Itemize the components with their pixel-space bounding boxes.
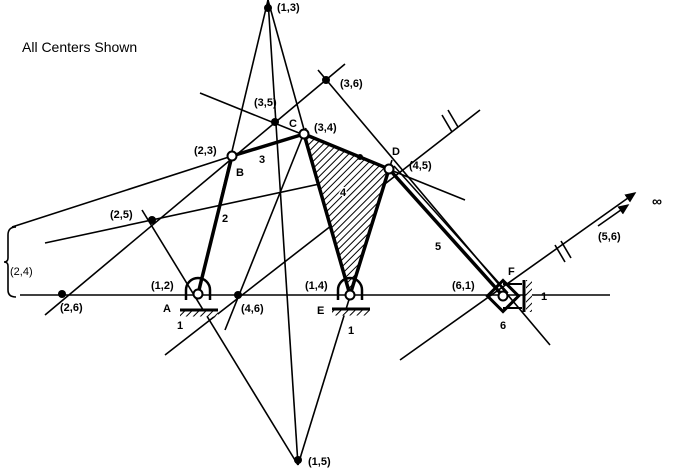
label-5-6: (5,6) <box>598 231 621 243</box>
label-2-3: (2,3) <box>194 145 217 157</box>
link-label-5: 5 <box>435 241 441 253</box>
link-labels: 1 2 3 4 5 6 1 1 <box>177 154 547 337</box>
label-4-6: (4,6) <box>241 303 264 315</box>
break-marks <box>441 109 572 263</box>
infinity-symbol: ∞ <box>652 193 662 209</box>
label-1-4: (1,4) <box>305 280 328 292</box>
label-1-3: (1,3) <box>277 2 300 14</box>
label-2-5: (2,5) <box>110 209 133 221</box>
links <box>196 131 509 302</box>
link-label-1-ground-f: 1 <box>541 291 547 303</box>
joint-B: B <box>236 167 244 179</box>
label-2-4: (2,4) <box>10 266 33 278</box>
bracket-2-4 <box>3 226 17 298</box>
supports <box>180 276 532 317</box>
link-2 <box>196 155 234 295</box>
label-6-1: (6,1) <box>452 280 475 292</box>
link-label-6: 6 <box>500 320 506 332</box>
link-label-1: 1 <box>177 320 183 332</box>
label-3-6: (3,6) <box>340 78 363 90</box>
label-1-5: (1,5) <box>308 456 331 468</box>
diagram-title: All Centers Shown <box>22 39 137 55</box>
slider-block-6 <box>485 278 521 314</box>
link-4-triangle <box>301 131 392 302</box>
label-4-5: (4,5) <box>409 160 432 172</box>
label-3-5: (3,5) <box>254 97 277 109</box>
link-3 <box>231 132 305 158</box>
joint-A: A <box>163 303 171 315</box>
link-label-3: 3 <box>259 154 265 166</box>
joint-labels: A B C D E F <box>163 118 515 317</box>
link-label-2: 2 <box>222 213 228 225</box>
construction-lines <box>3 0 637 466</box>
joint-D: D <box>392 146 400 158</box>
link-label-4: 4 <box>340 187 347 199</box>
center-markers <box>58 4 509 464</box>
link-label-1-ground-e: 1 <box>348 325 354 337</box>
joint-E: E <box>317 305 324 317</box>
joint-C: C <box>289 118 297 130</box>
label-3-4: (3,4) <box>314 122 337 134</box>
center-labels: (1,3) (3,6) (3,5) (3,4) (2,3) (4,5) (2,5… <box>10 2 621 468</box>
joint-F: F <box>508 266 515 278</box>
label-2-6: (2,6) <box>60 302 83 314</box>
link-5 <box>387 167 505 298</box>
label-1-2: (1,2) <box>151 280 174 292</box>
